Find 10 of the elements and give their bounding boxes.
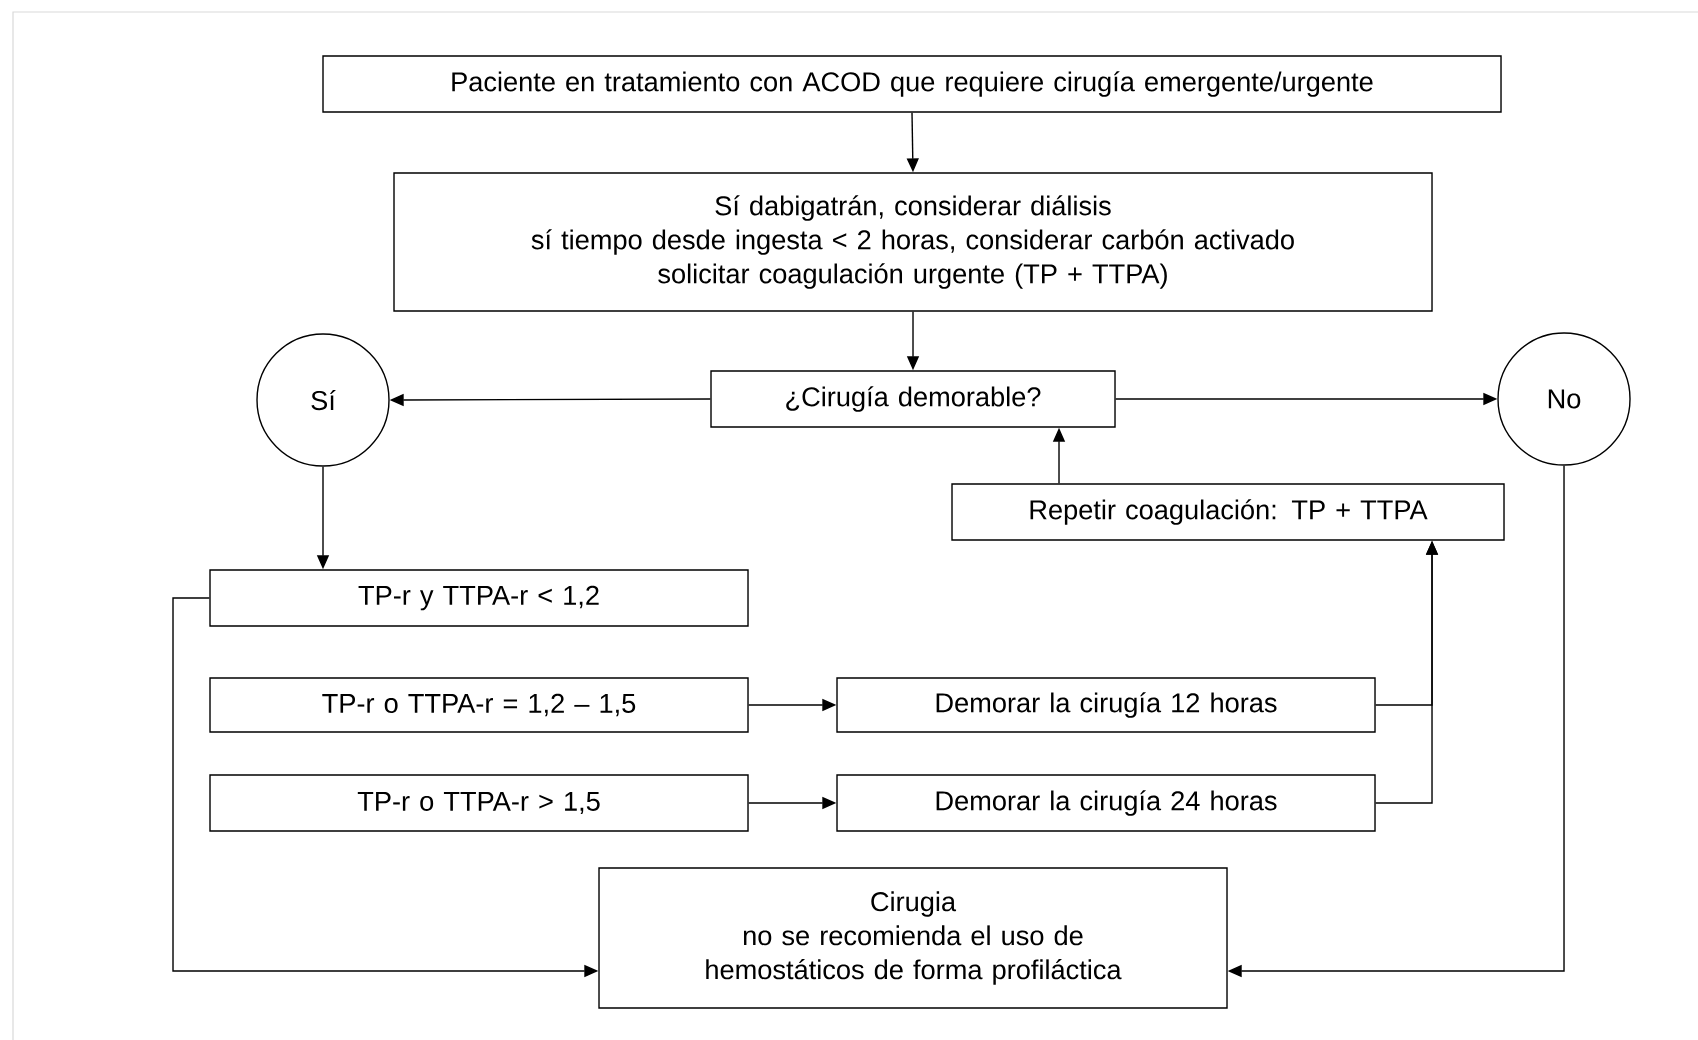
process-box: Paciente en tratamiento con ACOD que requiere cirugía emergente/urgente (322, 55, 1502, 113)
process-box: Repetir coagulación: TP + TTPA (951, 483, 1505, 541)
process-box: Sí dabigatrán, considerar diálisis sí tiempo desde ingesta < 2 horas, considerar carbón activado solicitar coagulación urgente (TP + TTPA) (393, 172, 1433, 312)
process-box: TP-r o TTPA-r = 1,2 – 1,5 (209, 677, 749, 733)
process-box: TP-r o TTPA-r > 1,5 (209, 774, 749, 832)
process-box: Cirugia no se recomienda el uso de hemostáticos de forma profiláctica (598, 867, 1228, 1009)
process-box: Demorar la cirugía 12 horas (836, 677, 1376, 733)
process-box: Demorar la cirugía 24 horas (836, 774, 1376, 832)
process-box: ¿Cirugía demorable? (710, 370, 1116, 428)
process-box: TP-r y TTPA-r < 1,2 (209, 569, 749, 627)
